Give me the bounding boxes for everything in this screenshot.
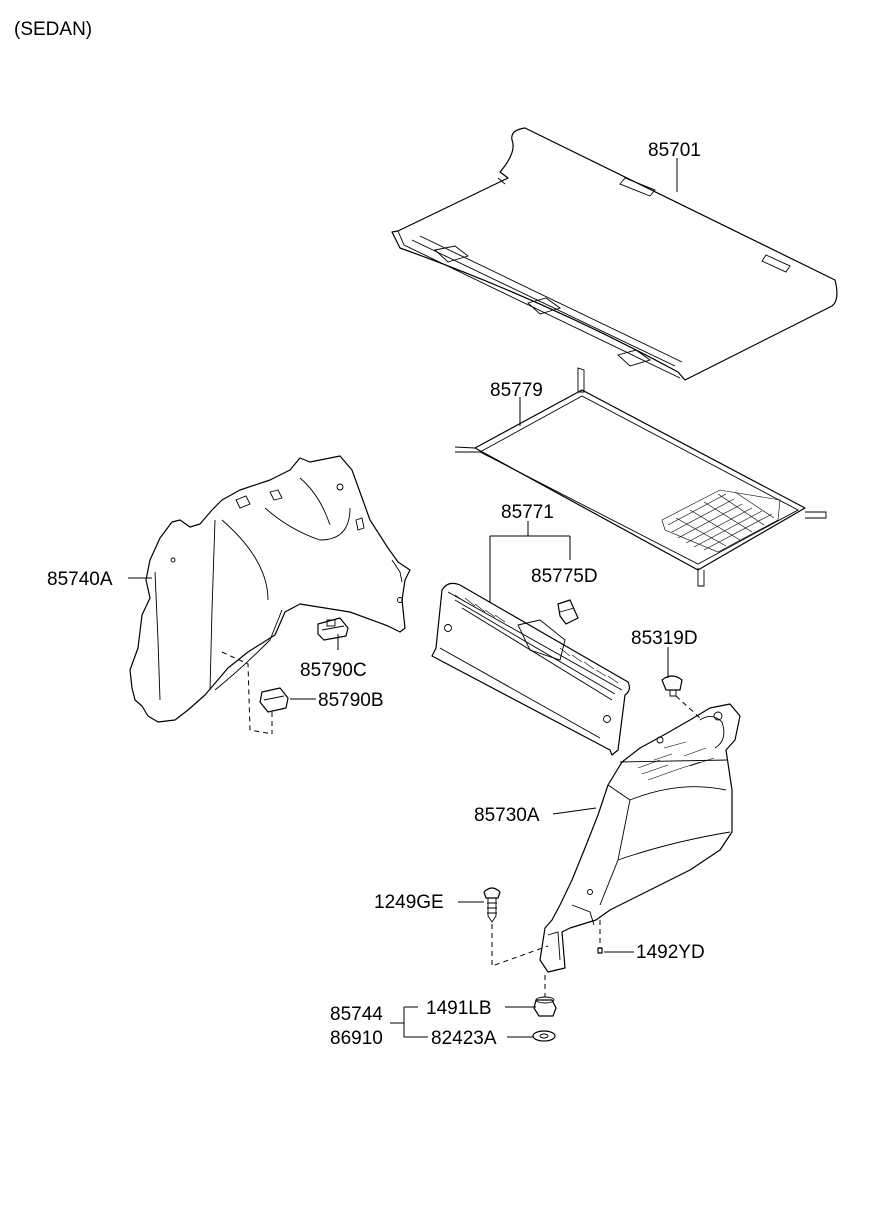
side-trim-85740A bbox=[129, 455, 411, 723]
label-85771: 85771 bbox=[501, 502, 554, 523]
leader-lines bbox=[128, 158, 678, 1038]
assembly-line-1249GE bbox=[491, 924, 549, 967]
label-1492YD: 1492YD bbox=[636, 942, 705, 963]
nut-1491LB bbox=[533, 996, 557, 1017]
label-85319D: 85319D bbox=[631, 628, 698, 649]
cargo-net-85779 bbox=[454, 367, 827, 587]
clip-85790C bbox=[317, 617, 349, 641]
label-85790C: 85790C bbox=[300, 660, 367, 681]
label-85775D: 85775D bbox=[531, 566, 598, 587]
label-85740A: 85740A bbox=[47, 569, 113, 590]
clip-85790B bbox=[259, 687, 289, 713]
package-tray-85701 bbox=[391, 127, 838, 381]
label-86910: 86910 bbox=[330, 1028, 383, 1049]
label-1491LB: 1491LB bbox=[426, 998, 492, 1019]
label-85779: 85779 bbox=[490, 380, 543, 401]
screw-1249GE bbox=[483, 887, 501, 923]
assembly-line-85319D bbox=[675, 695, 701, 719]
label-85701: 85701 bbox=[648, 140, 701, 161]
variant-label: (SEDAN) bbox=[14, 19, 92, 40]
sill-cover-85771 bbox=[431, 582, 631, 756]
label-85730A: 85730A bbox=[474, 805, 540, 826]
washer-82423A bbox=[532, 1030, 556, 1042]
clip-85775D bbox=[557, 599, 579, 625]
label-85744: 85744 bbox=[330, 1004, 383, 1025]
label-82423A: 82423A bbox=[431, 1028, 497, 1049]
side-trim-85730A bbox=[539, 703, 741, 973]
screw-85319D bbox=[661, 675, 683, 697]
label-85790B: 85790B bbox=[318, 690, 384, 711]
clip-1492YD bbox=[597, 947, 603, 954]
label-1249GE: 1249GE bbox=[374, 892, 444, 913]
